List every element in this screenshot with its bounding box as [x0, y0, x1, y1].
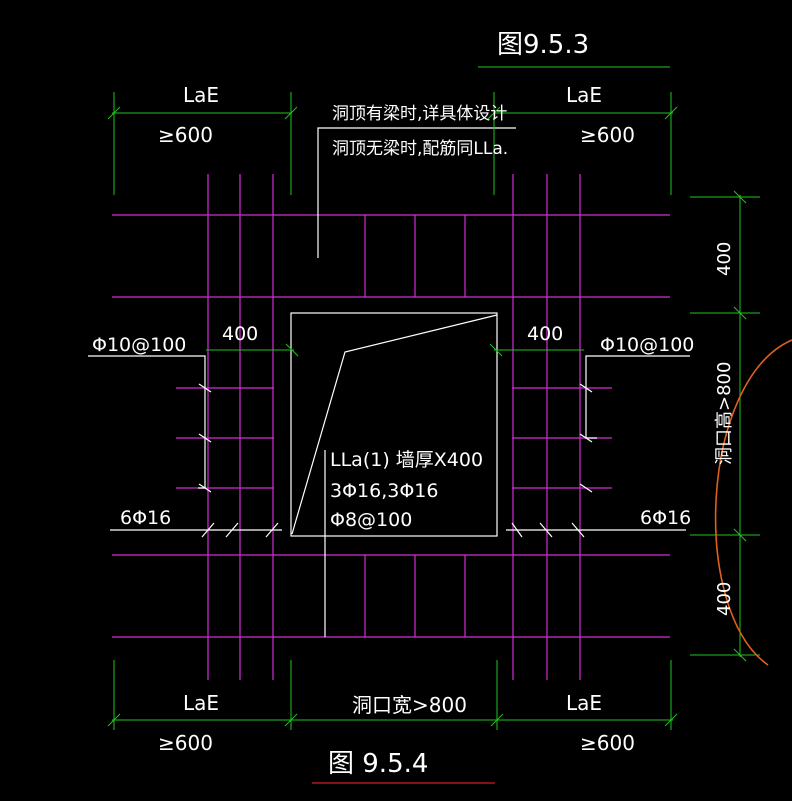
bottom-opening-width: 洞口宽>800: [352, 693, 467, 717]
top-left-lae: LaE: [183, 83, 219, 107]
bottom-right-min: ≥600: [580, 731, 635, 755]
right-dim-top: 400: [714, 242, 735, 276]
figure-label-bottom: 图 9.5.4: [328, 749, 428, 779]
note-line-2: 洞顶无梁时,配筋同LLa.: [332, 139, 508, 159]
beam-callout-line-1: LLa(1) 墙厚X400: [330, 449, 483, 471]
right-stirrup-label: Φ10@100: [600, 334, 694, 356]
markup-arc: [714, 339, 792, 666]
right-bars-label: 6Φ16: [640, 507, 691, 529]
left-side-dim: 400: [222, 323, 258, 345]
bottom-right-lae: LaE: [566, 691, 602, 715]
beam-callout-line-3: Φ8@100: [330, 509, 412, 531]
rebar-grid: [112, 174, 670, 680]
dimension-lines: [107, 66, 760, 730]
top-right-lae: LaE: [566, 83, 602, 107]
beam-callout-line-2: 3Φ16,3Φ16: [330, 480, 438, 502]
figure-label-top: 图9.5.3: [497, 30, 589, 60]
top-left-min: ≥600: [158, 123, 213, 147]
right-dim-bottom: 400: [714, 582, 735, 616]
bottom-left-min: ≥600: [158, 731, 213, 755]
right-side-dim: 400: [527, 323, 563, 345]
note-line-1: 洞顶有梁时,详具体设计: [332, 104, 507, 124]
opening-outline: [88, 127, 690, 637]
left-stirrup-label: Φ10@100: [92, 334, 186, 356]
bottom-left-lae: LaE: [183, 691, 219, 715]
top-right-min: ≥600: [580, 123, 635, 147]
right-dim-opening-height: 洞口高>800: [714, 362, 735, 465]
left-bars-label: 6Φ16: [120, 507, 171, 529]
